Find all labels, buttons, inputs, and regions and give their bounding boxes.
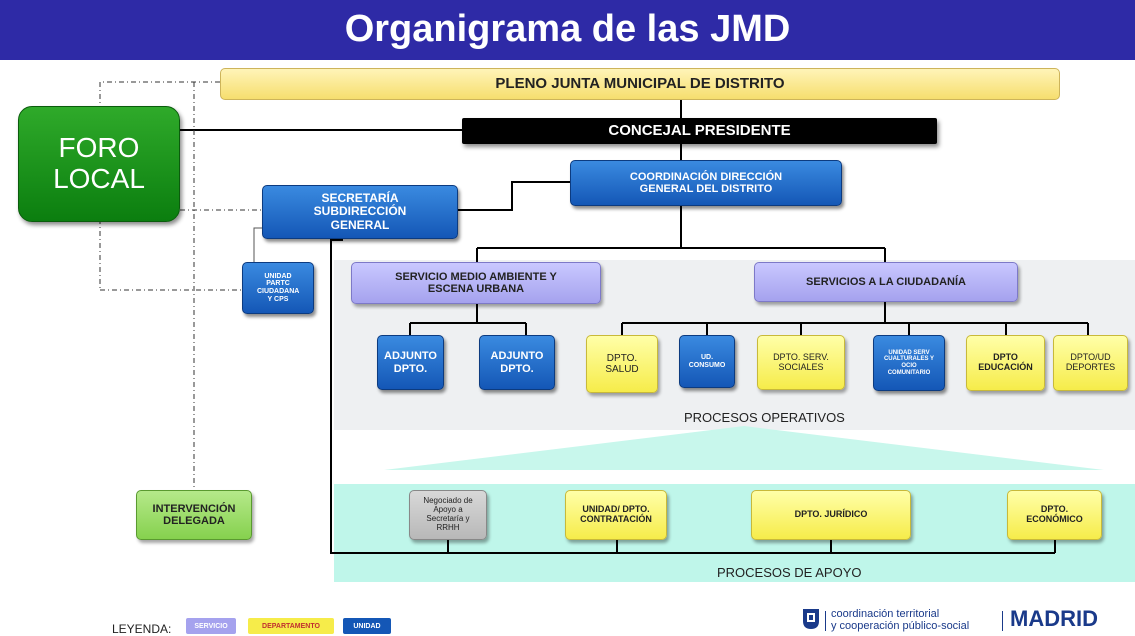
contratacion-node: UNIDAD/ DPTO. CONTRATACIÓN <box>565 490 667 540</box>
pleno-node: PLENO JUNTA MUNICIPAL DE DISTRITO <box>220 68 1060 100</box>
dpto-serv-sociales-node: DPTO. SERV. SOCIALES <box>757 335 845 390</box>
legend-departamento: DEPARTAMENTO <box>248 618 334 634</box>
title-bar <box>0 0 1135 60</box>
unidad-partc-node: UNIDAD PARTC CIUDADANA Y CPS <box>242 262 314 314</box>
legend-label: LEYENDA: <box>112 622 172 636</box>
adjunto-dpto-node-1: ADJUNTO DPTO. <box>377 335 444 390</box>
madrid-crest-icon <box>803 609 819 629</box>
footer-text: coordinación territorial y cooperación p… <box>831 608 969 632</box>
legend-servicio: SERVICIO <box>186 618 236 634</box>
dpto-salud-node: DPTO. SALUD <box>586 335 658 393</box>
footer-divider <box>825 611 826 631</box>
procesos-operativos-caption: PROCESOS OPERATIVOS <box>684 410 845 425</box>
dpto-deportes-node: DPTO/UD DEPORTES <box>1053 335 1128 391</box>
negociado-apoyo-node: Negociado de Apoyo a Secretaría y RRHH <box>409 490 487 540</box>
procesos-apoyo-caption: PROCESOS DE APOYO <box>717 565 862 580</box>
coordinacion-node: COORDINACIÓN DIRECCIÓN GENERAL DEL DISTR… <box>570 160 842 206</box>
servicio-medio-ambiente-node: SERVICIO MEDIO AMBIENTE Y ESCENA URBANA <box>351 262 601 304</box>
intervencion-delegada-node: INTERVENCIÓN DELEGADA <box>136 490 252 540</box>
footer-line-1: coordinación territorial <box>831 608 940 620</box>
page-title: Organigrama de las JMD <box>344 8 791 50</box>
secretaria-node: SECRETARÍA SUBDIRECCIÓN GENERAL <box>262 185 458 239</box>
dpto-educacion-node: DPTO EDUCACIÓN <box>966 335 1045 391</box>
adjunto-dpto-node-2: ADJUNTO DPTO. <box>479 335 555 390</box>
ud-consumo-node: UD. CONSUMO <box>679 335 735 388</box>
servicios-ciudadania-node: SERVICIOS A LA CIUDADANÍA <box>754 262 1018 302</box>
footer-line-2: y cooperación público-social <box>831 620 970 632</box>
dpto-juridico-node: DPTO. JURÍDICO <box>751 490 911 540</box>
dpto-economico-node: DPTO. ECONÓMICO <box>1007 490 1102 540</box>
concejal-node: CONCEJAL PRESIDENTE <box>462 118 937 144</box>
unidad-serv-culturales-node: UNIDAD SERV CUALTURALES Y OCIO COMUNITAR… <box>873 335 945 391</box>
madrid-brand: MADRID <box>1010 606 1098 631</box>
footer-divider-2 <box>1002 611 1003 631</box>
foro-local-node: FORO LOCAL <box>18 106 180 222</box>
legend-unidad: UNIDAD <box>343 618 391 634</box>
